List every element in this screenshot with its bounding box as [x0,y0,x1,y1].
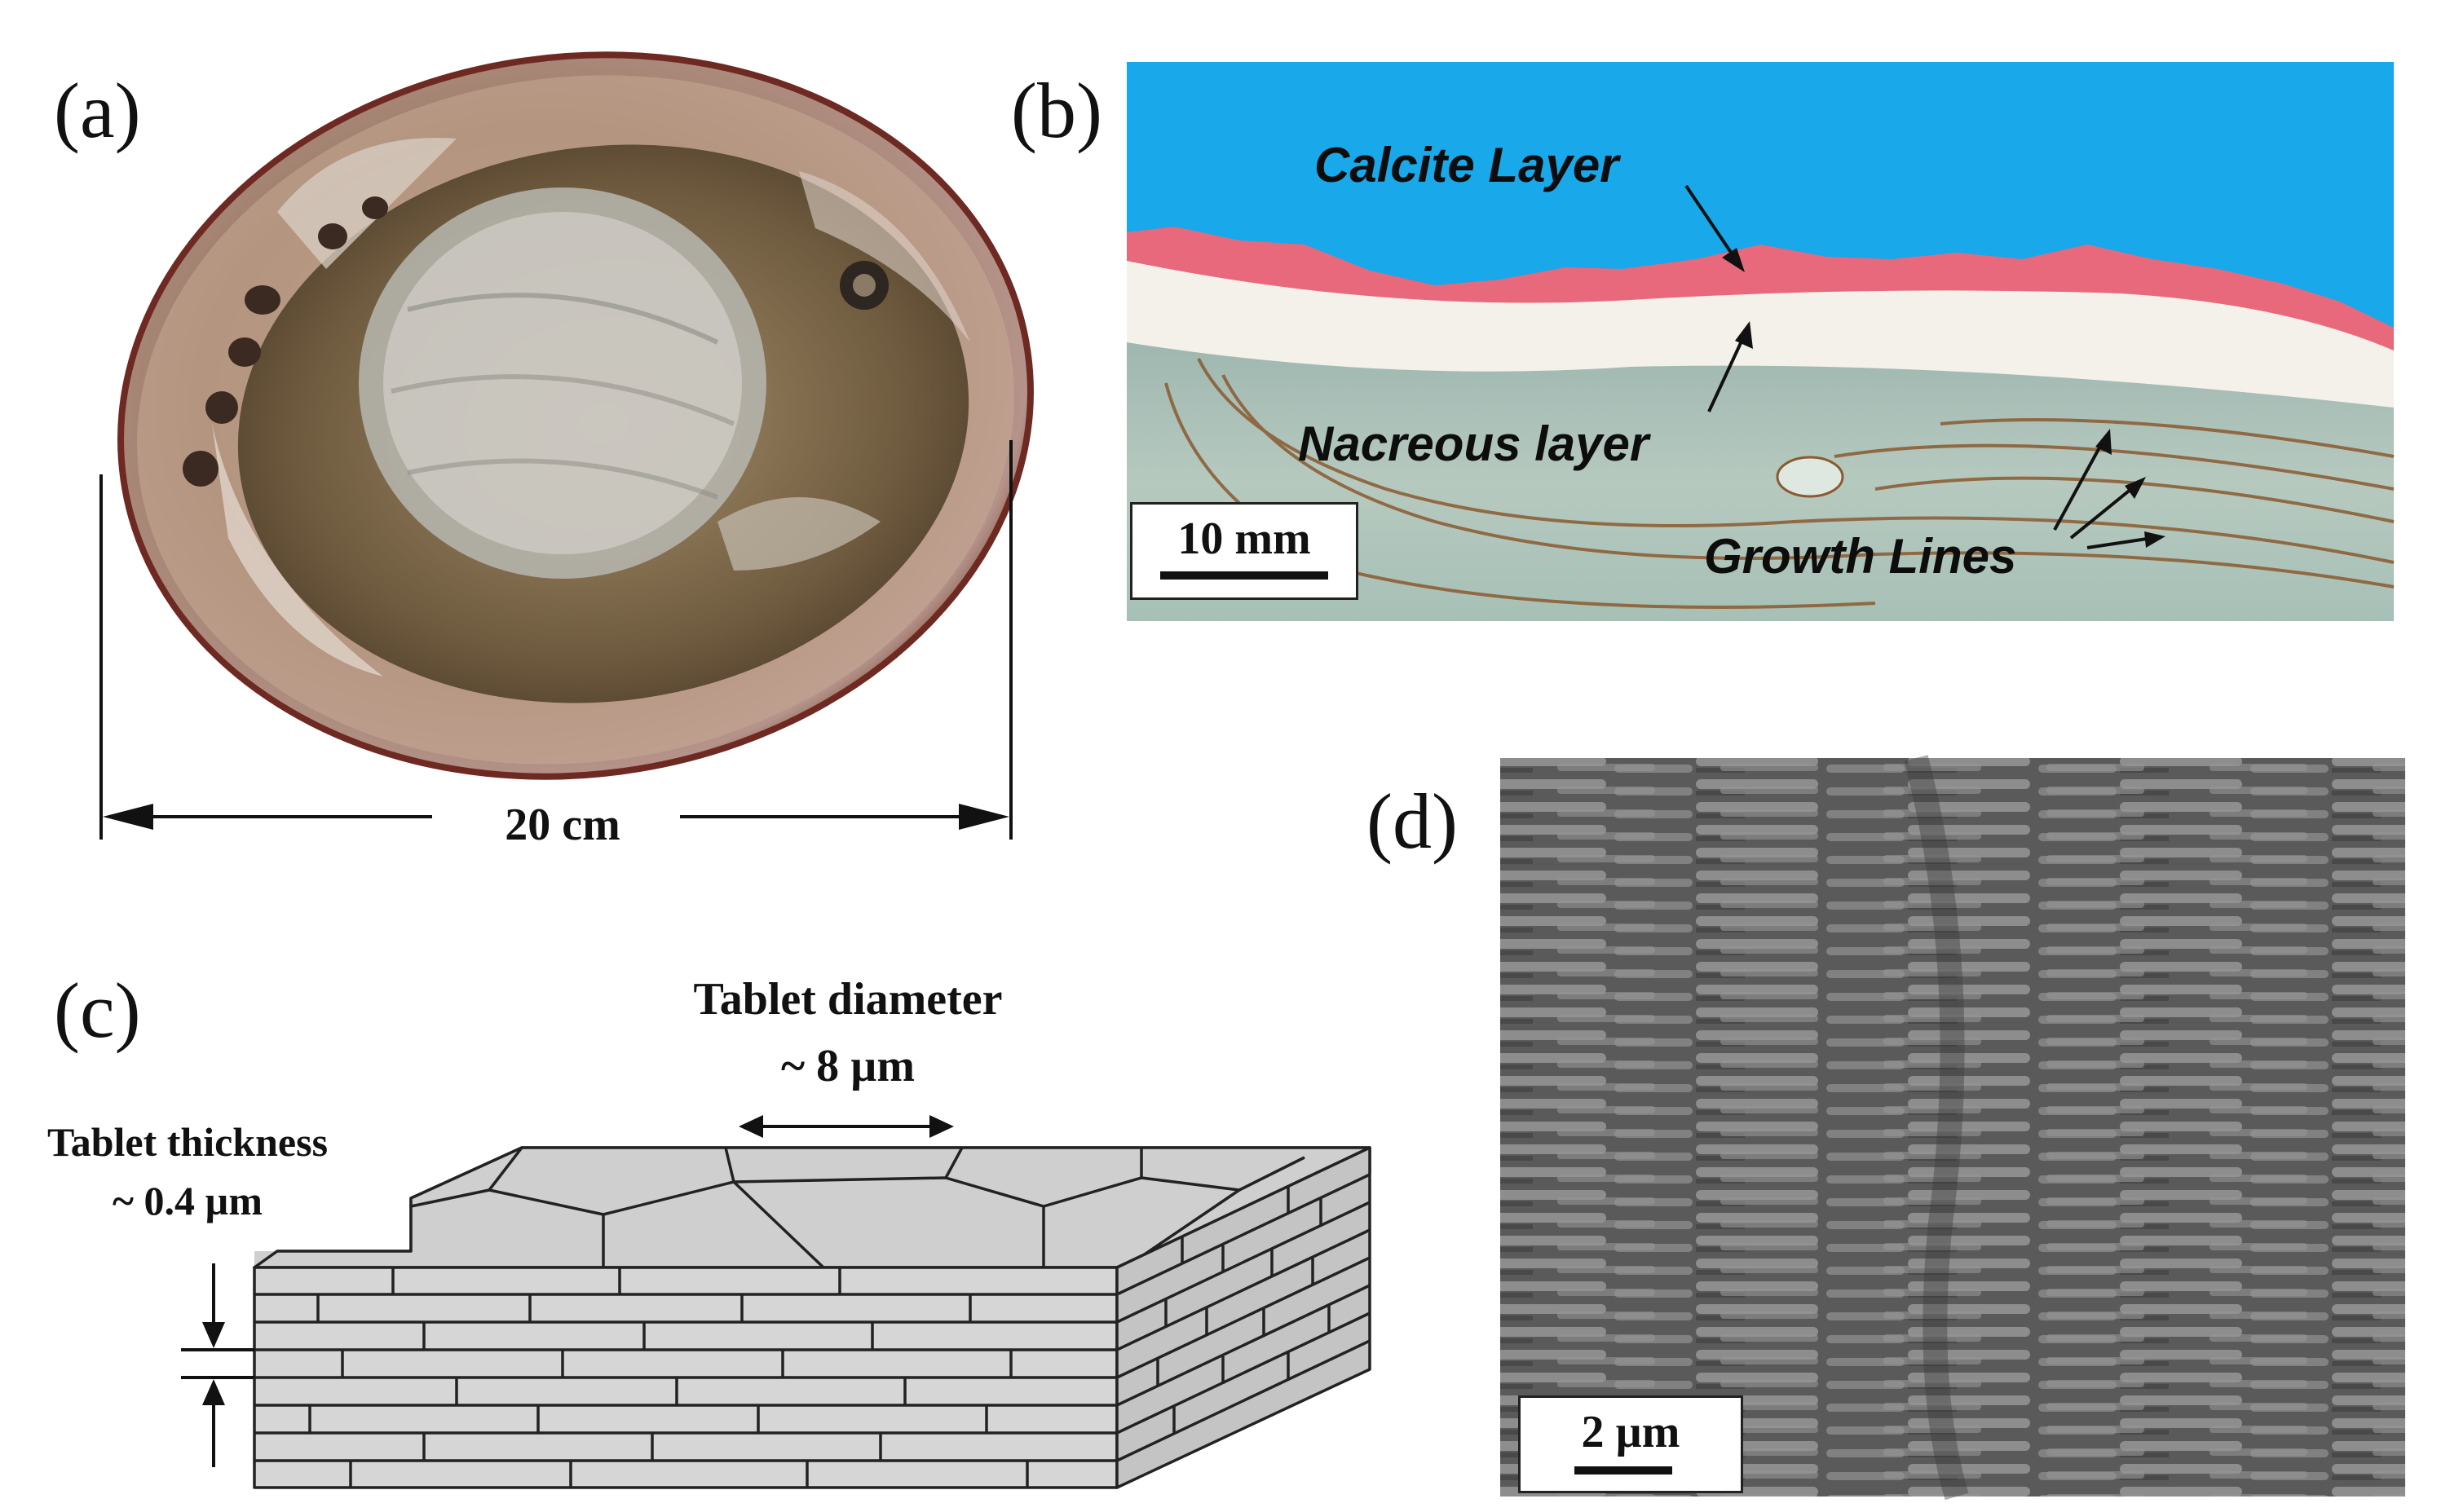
shell-photo [117,51,1034,780]
respiratory-pores [183,196,388,487]
shell-width-label: 20 cm [505,800,620,850]
growth-region [1127,342,2394,621]
scale-bar-b-label: 10 mm [1177,514,1311,564]
panel-label-a: (a) [54,67,141,154]
growth-lines [1164,358,2395,609]
tablet-schematic [253,1146,1371,1489]
panel-label-b: (b) [1011,67,1102,154]
sem-micrograph [1500,755,2405,1501]
tablet-thickness-value: ~ 0.4 µm [113,1178,263,1223]
nacreous-layer-label: Nacreous layer [1298,417,1649,471]
scale-bar-d: 2 µm [1518,1395,1743,1493]
tablet-diameter-title: Tablet diameter [693,974,1003,1025]
panel-label-c: (c) [54,967,141,1054]
scale-bar-d-line [1574,1466,1672,1475]
growth-lines-label: Growth Lines [1704,529,2017,584]
diameter-indicator [739,1115,954,1138]
scale-bar-b: 10 mm [1130,502,1358,600]
calcite-layer-label: Calcite Layer [1314,138,1619,192]
scale-bar-d-label: 2 µm [1581,1407,1680,1457]
thickness-indicator [181,1263,254,1467]
width-dimension [99,440,1013,840]
tablet-thickness-title: Tablet thickness [46,1119,329,1165]
tablet-diameter-value: ~ 8 µm [780,1041,916,1091]
scale-bar-b-line [1160,571,1328,580]
panel-label-d: (d) [1366,778,1458,865]
annotation-arrows [1684,184,2165,549]
